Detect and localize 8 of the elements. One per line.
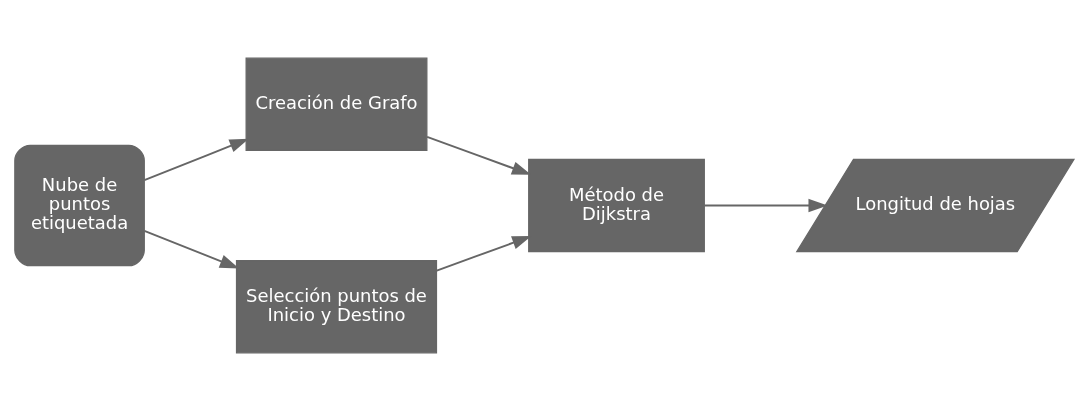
node-box: Selección puntos de Inicio y Destino bbox=[235, 259, 438, 354]
node-box: Nube de puntos etiquetada bbox=[14, 144, 145, 267]
node-box: Creación de Grafo bbox=[245, 57, 428, 152]
node-box: Método de Dijkstra bbox=[528, 158, 705, 253]
arrow bbox=[426, 135, 532, 175]
arrow bbox=[143, 138, 249, 182]
arrow bbox=[435, 236, 532, 272]
arrow bbox=[703, 198, 828, 213]
